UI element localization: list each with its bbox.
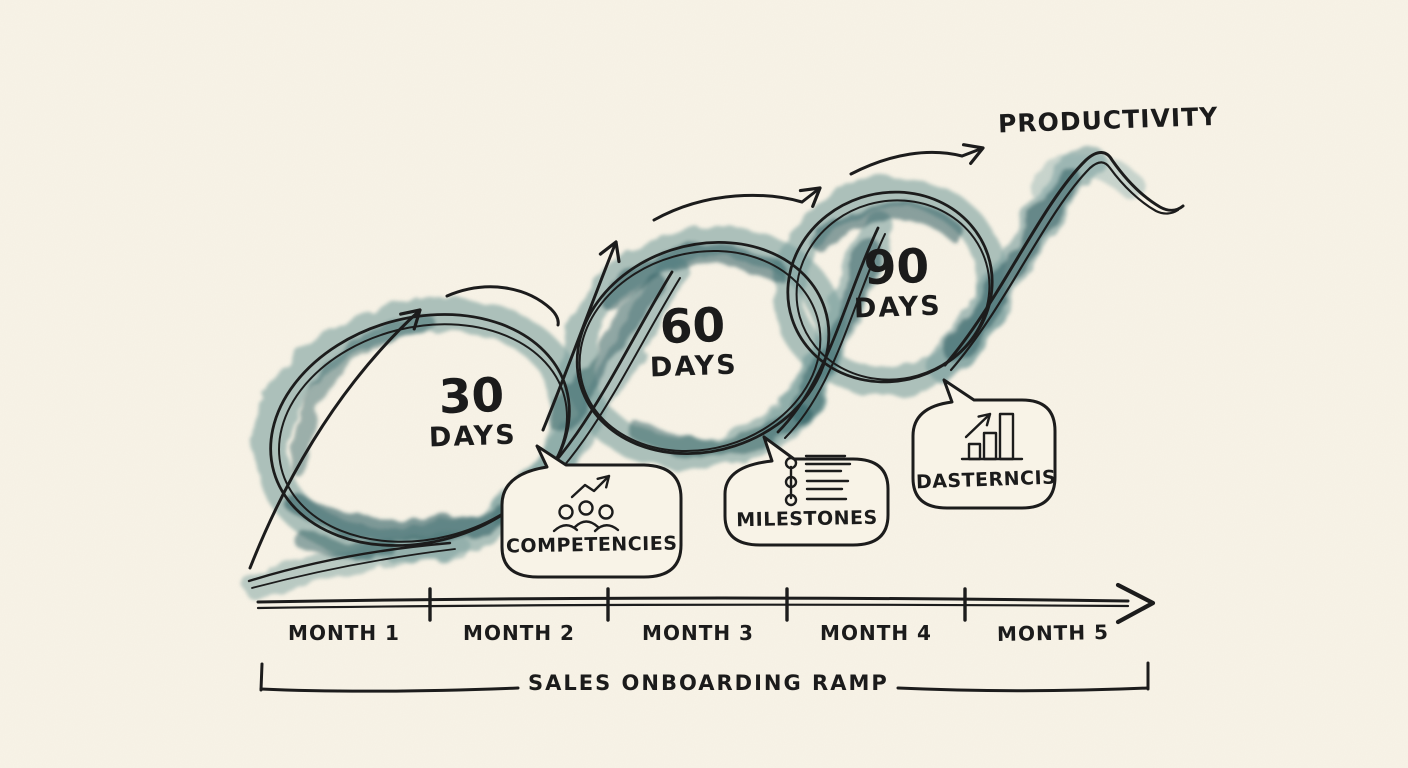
stage-30-days: 30 DAYS [401, 367, 544, 455]
timeline-axis [256, 582, 1156, 625]
milestone-checklist-icon [784, 454, 852, 507]
month-2-label: MONTH 2 [463, 621, 575, 645]
competencies-label: COMPETENCIES [505, 532, 678, 558]
stage-90-days: 90 DAYS [826, 238, 969, 326]
stage-value: 60 [658, 297, 727, 356]
ramp-bracket [259, 661, 1150, 693]
month-1-label: MONTH 1 [288, 621, 400, 645]
month-3-label: MONTH 3 [642, 621, 754, 645]
stage-60-days: 60 DAYS [622, 297, 765, 385]
growth-arrow-4 [849, 143, 985, 176]
month-4-label: MONTH 4 [820, 621, 932, 645]
growth-arrows [248, 143, 985, 570]
team-growth-icon [552, 474, 620, 533]
stage-value: 30 [437, 367, 506, 426]
milestones-label: MILESTONES [736, 506, 878, 532]
growth-arrow-2 [541, 240, 621, 432]
growth-arrow-3 [652, 186, 822, 222]
stage-unit: DAYS [853, 290, 943, 325]
bar-chart-growth-icon [960, 412, 1024, 461]
stage-unit: DAYS [428, 419, 518, 454]
stage-unit: DAYS [649, 349, 739, 384]
bounce-arc [445, 285, 560, 327]
month-5-label: MONTH 5 [996, 620, 1110, 646]
sales-onboarding-ramp-title: SALES ONBOARDING RAMP [528, 671, 889, 695]
stage-value: 90 [862, 238, 931, 297]
axis-arrowhead [1115, 582, 1156, 625]
growth-arrow-1 [248, 308, 422, 570]
